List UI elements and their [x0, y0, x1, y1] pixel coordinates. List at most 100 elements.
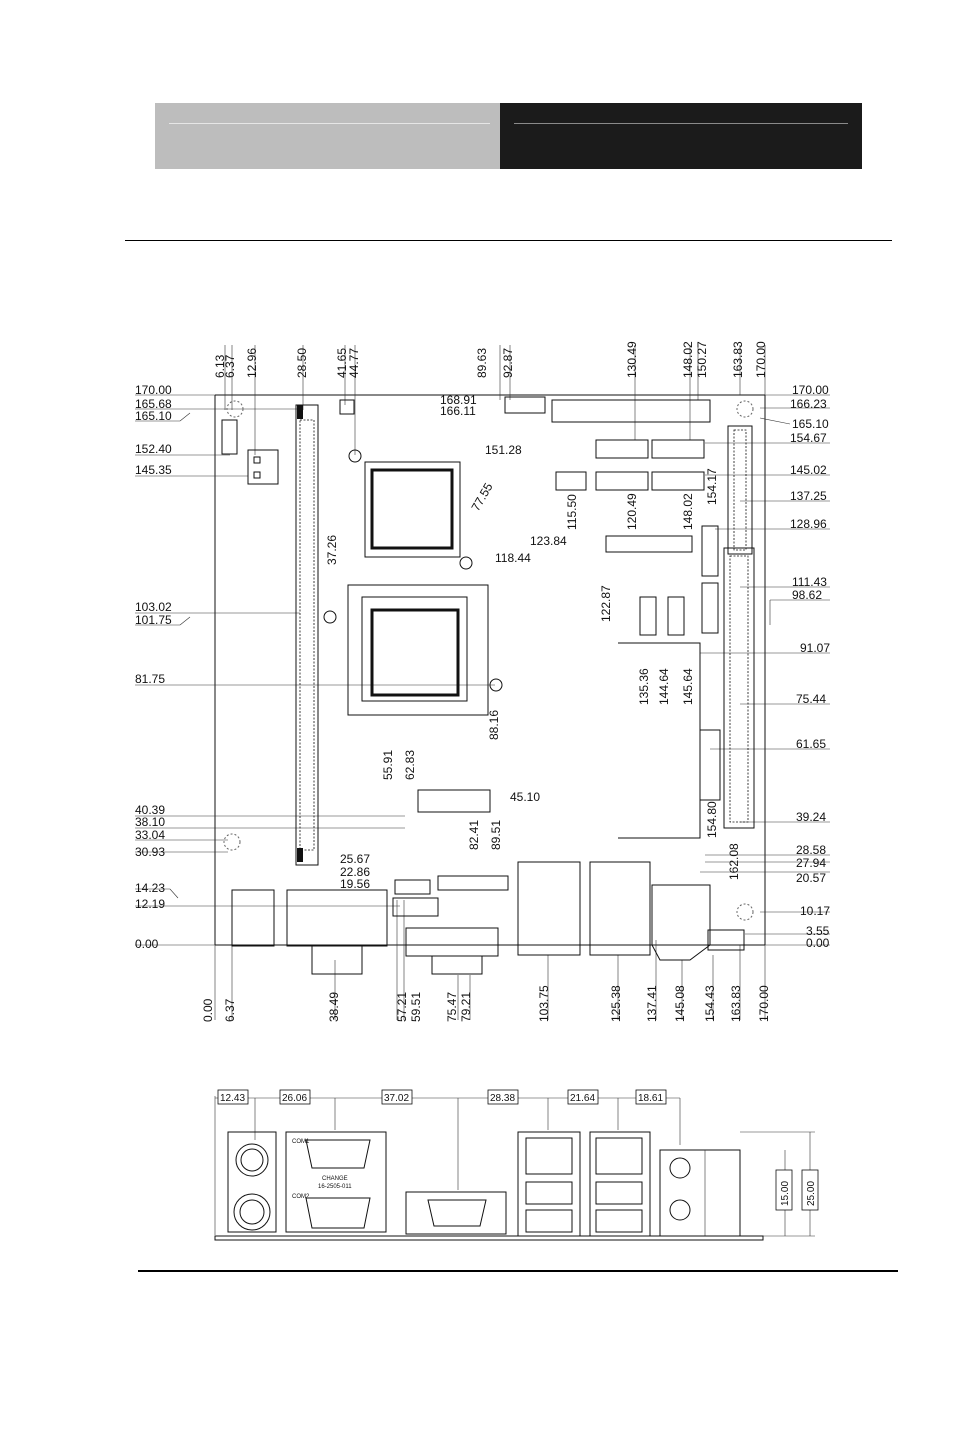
left-dim-2: 165.10 — [135, 409, 172, 423]
bottom-dim-0: 0.00 — [201, 998, 215, 1022]
dim-144-64: 144.64 — [657, 668, 671, 705]
top-dim-6: 89.63 — [475, 348, 489, 378]
dim-162-08: 162.08 — [727, 843, 741, 880]
dim-22-86: 22.86 — [340, 865, 370, 879]
top-dim-1: 6.37 — [223, 354, 237, 378]
dim-120-49: 120.49 — [625, 493, 639, 530]
top-dim-3: 28.50 — [295, 348, 309, 378]
right-dim-13: 28.58 — [796, 843, 826, 857]
io-dim-2: 37.02 — [384, 1093, 409, 1104]
top-dimensions: 6.13 6.37 12.96 28.50 41.65 44.77 89.63 … — [213, 341, 768, 455]
left-dim-12: 14.23 — [135, 881, 165, 895]
bottom-dim-1: 6.37 — [223, 998, 237, 1022]
left-dim-11: 30.93 — [135, 845, 165, 859]
bottom-dimensions: 0.00 6.37 38.49 57.21 59.51 75.47 79.21 … — [201, 900, 771, 1022]
left-dim-0: 170.00 — [135, 383, 172, 397]
top-left-connectors — [221, 399, 355, 485]
right-dim-5: 137.25 — [790, 489, 827, 503]
io-dim-3: 28.38 — [490, 1093, 515, 1104]
top-dim-10: 150.27 — [695, 341, 709, 378]
left-dim-1: 165.68 — [135, 397, 172, 411]
top-dim-2: 12.96 — [245, 348, 259, 378]
dim-45-10: 45.10 — [510, 790, 540, 804]
bottom-dim-9: 137.41 — [645, 985, 659, 1022]
chipset-block — [323, 584, 503, 716]
left-dim-7: 81.75 — [135, 672, 165, 686]
io-vga-sub: 16-2505-011 — [318, 1184, 352, 1190]
right-dim-3: 154.67 — [790, 431, 827, 445]
top-rule — [125, 240, 892, 241]
dim-25-67: 25.67 — [340, 852, 370, 866]
right-dim-0: 170.00 — [792, 383, 829, 397]
dim-154-80: 154.80 — [705, 801, 719, 838]
cpu-block — [348, 449, 473, 570]
left-dim-5: 103.02 — [135, 600, 172, 614]
top-dim-8: 130.49 — [625, 341, 639, 378]
bottom-dim-2: 38.49 — [327, 992, 341, 1022]
dim-55-91: 55.91 — [381, 750, 395, 780]
top-dim-5: 44.77 — [347, 348, 361, 378]
dim-77-55: 77.55 — [468, 480, 495, 513]
cf-slot — [618, 642, 721, 839]
right-dim-6: 128.96 — [790, 517, 827, 531]
right-dim-16: 10.17 — [800, 904, 830, 918]
dim-62-83: 62.83 — [403, 750, 417, 780]
dim-19-56: 19.56 — [340, 877, 370, 891]
right-dimensions: 170.00 166.23 165.10 154.67 145.02 137.2… — [700, 383, 830, 950]
left-dim-4: 145.35 — [135, 463, 172, 477]
dim-148-02b: 148.02 — [681, 493, 695, 530]
dim-145-64: 145.64 — [681, 668, 695, 705]
header-right-bar — [500, 103, 862, 169]
right-dim-2: 165.10 — [792, 417, 829, 431]
bottom-dim-10: 145.08 — [673, 985, 687, 1022]
right-dim-8: 98.62 — [792, 588, 822, 602]
left-dim-14: 0.00 — [135, 937, 159, 951]
header-left-bar — [155, 103, 500, 169]
io-com1-label: COM1 — [292, 1139, 310, 1145]
right-dim-10: 75.44 — [796, 692, 826, 706]
dim-37-26: 37.26 — [325, 535, 339, 565]
dim-135-36: 135.36 — [637, 668, 651, 705]
dim-89-51: 89.51 — [489, 820, 503, 850]
dim-166-11: 166.11 — [440, 404, 476, 418]
top-dim-9: 148.02 — [681, 341, 695, 378]
left-dim-6: 101.75 — [135, 613, 172, 627]
right-dim-11: 61.65 — [796, 737, 826, 751]
top-dim-0: 6.13 — [213, 354, 227, 378]
top-dim-7: 92.87 — [501, 348, 515, 378]
left-dim-10: 33.04 — [135, 828, 165, 842]
left-dim-8: 40.39 — [135, 803, 165, 817]
dim-115-50: 115.50 — [565, 494, 579, 530]
top-dim-11: 163.83 — [731, 341, 745, 378]
bottom-dim-13: 170.00 — [757, 985, 771, 1022]
left-dimensions: 170.00 165.68 165.10 152.40 145.35 103.0… — [135, 383, 495, 951]
io-dim-0: 12.43 — [220, 1093, 245, 1104]
bottom-dim-3: 57.21 — [395, 992, 409, 1022]
left-dim-9: 38.10 — [135, 815, 165, 829]
io-height-0: 15.00 — [780, 1181, 791, 1206]
expansion-slot — [723, 425, 755, 829]
left-dim-13: 12.19 — [135, 897, 165, 911]
bottom-rule — [138, 1270, 898, 1272]
bottom-dim-11: 154.43 — [703, 985, 717, 1022]
dim-82-41: 82.41 — [467, 820, 481, 850]
bottom-dim-6: 79.21 — [459, 992, 473, 1022]
io-com2-label: COM2 — [292, 1194, 310, 1200]
rear-io-top — [231, 861, 745, 975]
bottom-dim-5: 75.47 — [445, 992, 459, 1022]
right-dim-18: 0.00 — [806, 936, 830, 950]
dim-122-87: 122.87 — [599, 585, 613, 622]
sata-connectors — [701, 525, 719, 634]
left-dim-3: 152.40 — [135, 442, 172, 456]
mounting-holes — [223, 400, 754, 921]
io-height-1: 25.00 — [806, 1181, 817, 1206]
bottom-dim-12: 163.83 — [729, 985, 743, 1022]
dim-154-17: 154.17 — [705, 468, 719, 505]
right-dim-1: 166.23 — [790, 397, 827, 411]
pin-headers — [392, 396, 711, 917]
board-outline — [214, 394, 766, 946]
bottom-dim-8: 125.38 — [609, 985, 623, 1022]
bottom-dim-7: 103.75 — [537, 985, 551, 1022]
io-dim-4: 21.64 — [570, 1093, 595, 1104]
dimm-slot — [295, 404, 319, 866]
